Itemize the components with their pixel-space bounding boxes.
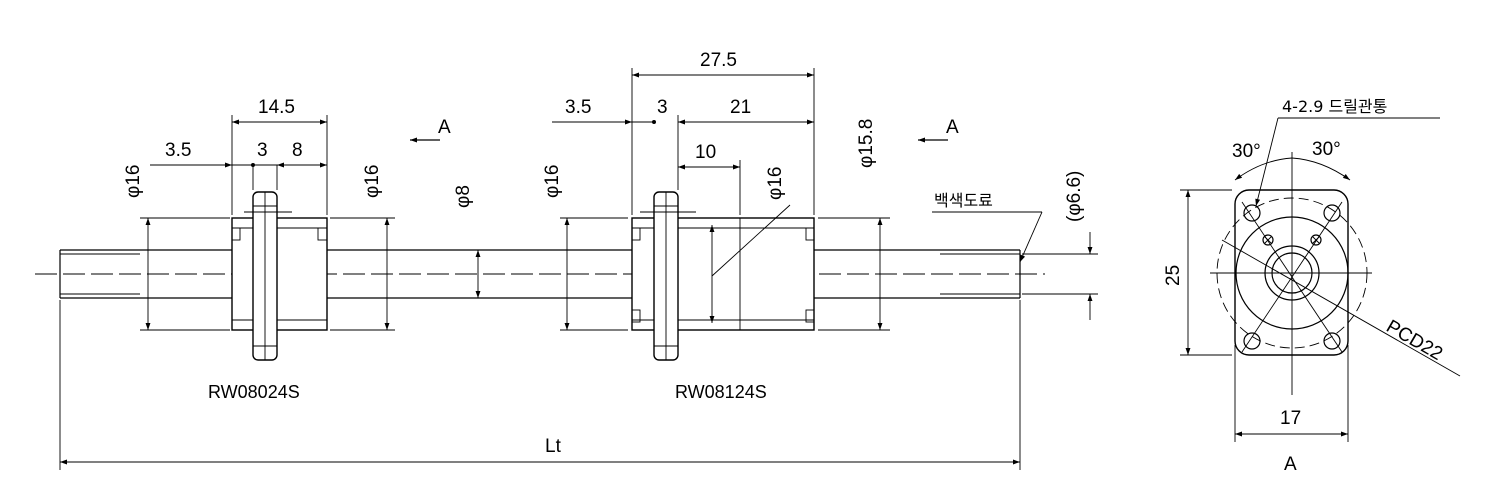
bolt-hole-tr (1323, 204, 1341, 222)
part-label-right: RW08124S (675, 382, 767, 402)
dim-right-offset: 3.5 (565, 97, 591, 118)
screw-left-icon (1262, 234, 1274, 246)
left-nut-body (231, 217, 328, 331)
angle-left: 30° (1232, 141, 1261, 162)
dim-lt: Lt (59, 300, 1021, 470)
dim-left-body: 8 (292, 140, 303, 161)
section-mark-right: A (946, 117, 959, 138)
dim-dia-left-nut: φ16 (123, 165, 144, 198)
dim-right-body: 21 (730, 97, 751, 118)
dim-right-sub: 10 (695, 142, 716, 163)
dim-right-overall: 27.5 (700, 50, 737, 71)
screw-shaft (59, 249, 1021, 299)
dim-dia-shaft: φ8 (453, 185, 474, 208)
angle-right: 30° (1312, 139, 1341, 160)
right-nut (631, 191, 815, 361)
bolt-hole-bl (1243, 332, 1261, 350)
left-nut-dims: 14.5 3.5 3 8 (150, 97, 328, 215)
end-view-title: A (1284, 454, 1297, 475)
left-nut (231, 191, 328, 361)
pcd-label: PCD22 (1383, 316, 1447, 365)
section-marks: A A (410, 117, 959, 143)
section-mark-left: A (438, 117, 451, 138)
finish-note: 백색도료 (932, 191, 1043, 263)
bolt-hole-br (1323, 332, 1341, 350)
diameter-dims: φ16 φ16 φ8 φ16 φ16 φ15.8 (123, 119, 1098, 331)
dim-dia-right-nut: φ16 (542, 165, 563, 198)
bolt-hole-tl (1243, 204, 1261, 222)
end-view-width: 17 (1280, 408, 1301, 429)
dim-right-flange: 3 (657, 97, 668, 118)
part-label-left: RW08024S (208, 382, 300, 402)
right-nut-dims: 27.5 3.5 3 21 10 (552, 50, 815, 215)
dim-left-flange: 3 (257, 140, 268, 161)
dim-dia-left-nut2: φ16 (362, 165, 383, 198)
end-view-height: 25 (1163, 265, 1184, 286)
dim-left-offset: 3.5 (165, 140, 191, 161)
holes-note: 4-2.9 드릴관통 (1282, 97, 1387, 116)
screw-right-icon (1310, 234, 1322, 246)
finish-note-text: 백색도료 (934, 191, 993, 210)
dim-dia-right-body: φ16 (765, 167, 786, 200)
dim-dia-end: (φ6.6) (1064, 171, 1085, 222)
side-view: Lt 14.5 3.5 3 8 27.5 3.5 (35, 50, 1098, 470)
dim-lt-label: Lt (545, 436, 562, 457)
end-view-flange (1234, 189, 1349, 356)
end-view: 30° 30° 4-2.9 드릴관통 PCD22 25 17 A (1163, 97, 1461, 475)
dim-dia-right-thread: φ15.8 (856, 119, 877, 168)
dim-left-flange-width: 14.5 (258, 97, 295, 118)
